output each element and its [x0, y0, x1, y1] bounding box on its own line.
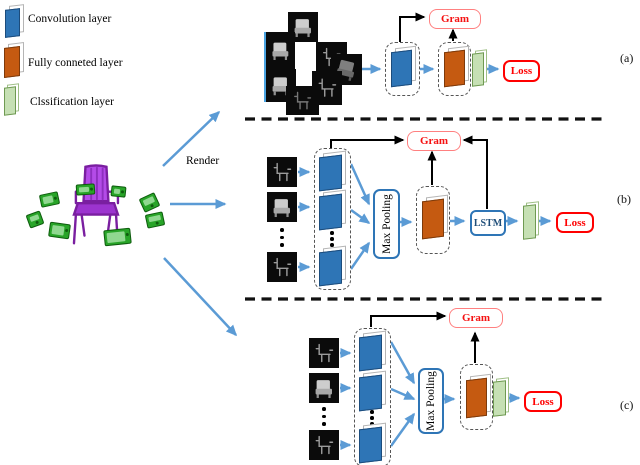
classification-layer-slab [493, 381, 504, 414]
camera-icon [38, 191, 61, 208]
camera-icon [25, 210, 45, 229]
legend-fc-label: Fully conneted layer [28, 57, 123, 69]
ellipsis-dots [322, 407, 326, 426]
classification-layer-slab [472, 53, 482, 84]
camera-icon [103, 227, 132, 247]
camera-icon [48, 221, 71, 240]
max-pooling-label: Max Pooling [380, 194, 393, 254]
rendered-view-thumbnail [309, 430, 339, 460]
camera-icon [138, 192, 161, 213]
max-pooling-box: Max Pooling [418, 368, 444, 434]
max-pooling-box: Max Pooling [373, 189, 400, 259]
legend-conv-layer-swatch [5, 9, 18, 35]
conv-layer-slab [319, 195, 340, 227]
gram-box: Gram [407, 131, 461, 151]
fc-layer-slab [444, 51, 463, 84]
ellipsis-dots [280, 228, 284, 247]
legend-conv-label: Convolution layer [28, 13, 112, 25]
render-arrows [162, 110, 238, 337]
rendered-view-thumbnail [267, 252, 297, 282]
legend-cls-layer-swatch [4, 87, 14, 113]
camera-icon [75, 183, 96, 196]
conv-layer-slab [359, 428, 380, 460]
rendered-view-thumbnail [309, 338, 339, 368]
conv-layer-slab [359, 376, 380, 408]
row-b-tag: (b) [617, 192, 631, 206]
gram-box: Gram [449, 308, 503, 328]
loss-box: Loss [524, 391, 562, 412]
conv-layer-slab [391, 51, 410, 84]
camera-icon [110, 185, 127, 198]
render-label: Render [186, 155, 220, 167]
rendered-view-thumbnail [309, 373, 339, 403]
legend-cls-label: Clssification layer [30, 96, 114, 108]
row-a-tag: (a) [620, 51, 634, 65]
conv-layer-slab [359, 336, 380, 368]
loss-box: Loss [556, 212, 594, 233]
fc-layer-slab [466, 379, 485, 415]
legend-fc-layer-swatch [4, 47, 18, 75]
rendered-view-thumbnail [286, 86, 319, 115]
rendered-view-thumbnail [267, 192, 297, 222]
ellipsis-dots [330, 231, 334, 247]
max-pooling-label: Max Pooling [425, 371, 437, 431]
lstm-box: LSTM [470, 210, 506, 236]
classification-layer-slab [523, 205, 534, 237]
conv-layer-slab [319, 251, 340, 283]
fc-layer-slab [422, 200, 442, 236]
row-c-tag: (c) [620, 398, 634, 412]
rendered-view-thumbnail [267, 157, 297, 187]
rendered-view-thumbnail [264, 32, 295, 70]
conv-layer-slab [319, 156, 340, 188]
gram-box: Gram [429, 9, 481, 29]
camera-icon [144, 211, 166, 229]
loss-box: Loss [503, 60, 540, 82]
